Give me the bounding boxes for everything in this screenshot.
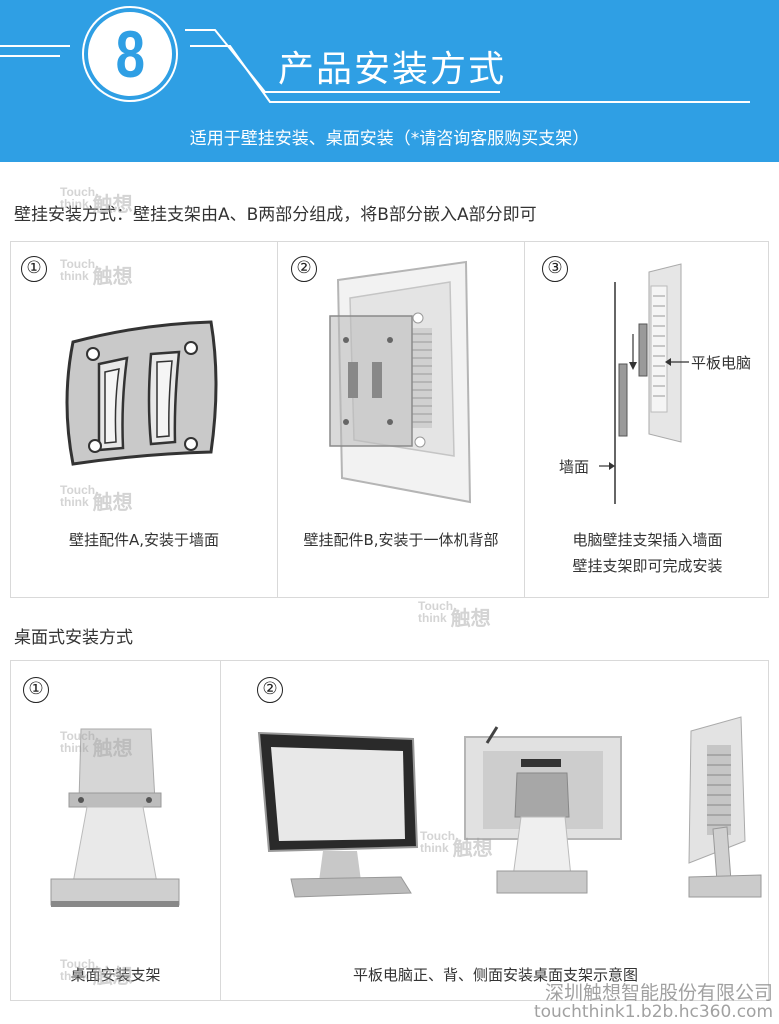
wall-step-3: ③ 平板电脑 墙面 电脑壁挂支架插入墙面 壁挂支架即可完成 <box>525 242 770 597</box>
step-number: ① <box>23 677 49 703</box>
wall-step-2-caption: 壁挂配件B,安装于一体机背部 <box>303 531 499 549</box>
side-view <box>688 716 762 898</box>
wall-side-view-illustration <box>599 263 689 504</box>
footer-company: 深圳触想智能股份有限公司 <box>544 982 773 1004</box>
tablet-desk-stand-views-illustration <box>257 716 762 898</box>
footer-url: touchthink1.b2b.hc360.com <box>533 1002 773 1022</box>
back-view <box>464 726 622 894</box>
step-number: ③ <box>542 256 568 282</box>
step-number: ① <box>21 256 47 282</box>
desk-mount-heading: 桌面式安装方式 <box>14 628 133 648</box>
wall-step-2: ② 壁挂配件B,安装于一体机背部 <box>278 242 525 597</box>
tablet-label: 平板电脑 <box>691 354 752 372</box>
header-banner: 8 产品安装方式 适用于壁挂安装、桌面安装（*请咨询客服购买支架） <box>0 0 779 162</box>
wall-step-3-caption-line2: 壁挂支架即可完成安装 <box>572 557 723 575</box>
step-number: ② <box>291 256 317 282</box>
section-subtitle: 适用于壁挂安装、桌面安装（*请咨询客服购买支架） <box>189 129 590 149</box>
section-title: 产品安装方式 <box>278 49 507 90</box>
desk-step-1: ① 桌面安装支架 <box>11 661 221 1000</box>
banner-decoration-lines <box>0 29 750 103</box>
wall-step-1: ① 壁挂配件A,安装于墙面 <box>11 242 278 597</box>
desk-mount-panel: ① 桌面安装支架 ② <box>10 660 769 1001</box>
wall-label: 墙面 <box>559 458 590 476</box>
section-number-badge: 8 <box>84 8 176 100</box>
wall-step-1-caption: 壁挂配件A,安装于墙面 <box>68 531 220 549</box>
front-view <box>257 731 419 898</box>
desk-step-2: ② <box>221 661 770 1000</box>
wall-bracket-a-illustration <box>65 320 218 466</box>
desk-step-2-caption: 平板电脑正、背、侧面安装桌面支架示意图 <box>352 966 638 984</box>
wall-mount-heading: 壁挂安装方式：壁挂支架由A、B两部分组成，将B部分嵌入A部分即可 <box>14 205 537 225</box>
section-number: 8 <box>115 17 145 91</box>
step-number: ② <box>257 677 283 703</box>
wall-bracket-b-illustration <box>329 260 472 504</box>
wall-mount-panel: ① 壁挂配件A,安装于墙面 ② <box>10 241 769 598</box>
desk-stand-illustration <box>50 728 180 907</box>
desk-step-1-caption: 桌面安装支架 <box>70 966 161 984</box>
wall-step-3-caption-line1: 电脑壁挂支架插入墙面 <box>572 531 723 549</box>
